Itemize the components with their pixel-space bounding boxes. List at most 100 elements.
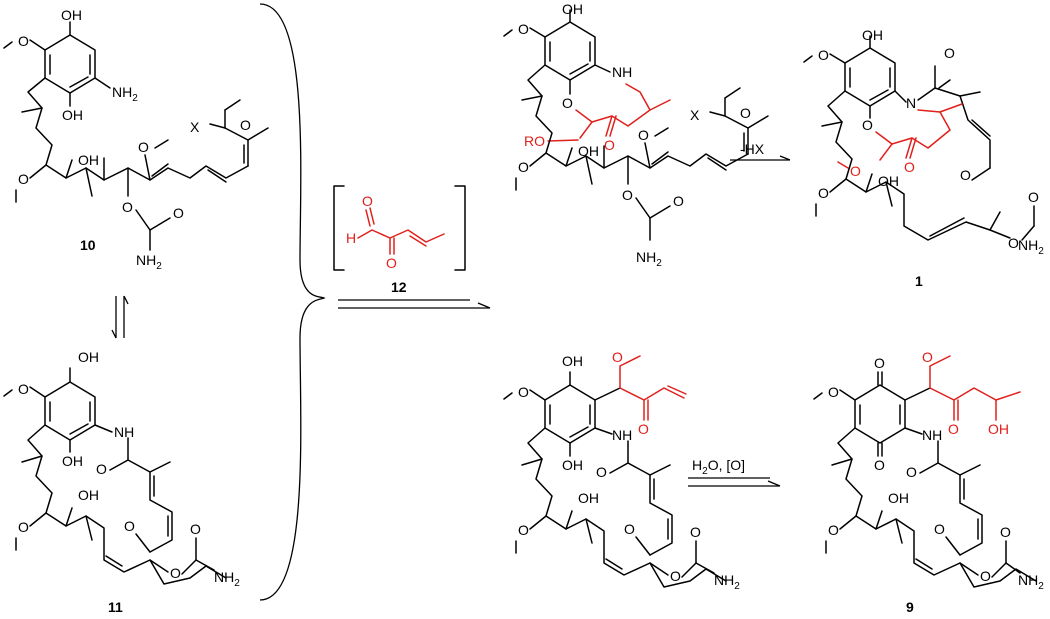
- o-label: O: [934, 521, 945, 537]
- o-label: O: [518, 159, 529, 175]
- o-label: O: [190, 521, 201, 537]
- o-label: O: [518, 21, 529, 37]
- adduct-intermediate: OH O O O NH OH O OH O O O O: [503, 349, 740, 592]
- o-label: O: [960, 167, 971, 183]
- o-label: O: [518, 384, 529, 400]
- o-label: O: [828, 522, 839, 538]
- o-label: O: [96, 461, 107, 477]
- nh-label: NH: [612, 64, 632, 80]
- compound-number: 12: [391, 279, 407, 295]
- h-label: H: [346, 230, 356, 246]
- x-label: X: [190, 119, 200, 135]
- o-label: O: [240, 117, 251, 133]
- o-label: O: [596, 464, 607, 480]
- nh-label: NH: [114, 424, 134, 440]
- nh-label: NH: [922, 427, 942, 443]
- nh2-label: NH2: [714, 572, 740, 592]
- nh2-label: NH2: [1018, 237, 1044, 257]
- o-label: O: [122, 199, 133, 215]
- reaction-arrow: [338, 299, 491, 309]
- x-label: X: [690, 107, 700, 123]
- o-label: O: [362, 193, 373, 209]
- oh-label: OH: [562, 353, 583, 369]
- nh2-label: NH2: [136, 252, 162, 272]
- oh-label: OH: [62, 107, 83, 123]
- o-label: O: [980, 568, 991, 584]
- oh-label: OH: [62, 453, 83, 469]
- o-label: O: [604, 137, 615, 153]
- n-label: N: [906, 95, 916, 111]
- oh-label: OH: [888, 490, 909, 506]
- o-label: O: [1028, 189, 1039, 205]
- o-label: O: [818, 185, 829, 201]
- o-label: O: [622, 187, 633, 203]
- o-label: O: [828, 384, 839, 400]
- o-label: O: [670, 568, 681, 584]
- nh2-label: NH2: [214, 569, 240, 589]
- o-label: O: [18, 171, 29, 187]
- oh-label: OH: [578, 143, 599, 159]
- oh-label: OH: [578, 490, 599, 506]
- oh-label: OH: [61, 7, 82, 23]
- oh-label: OH: [878, 173, 899, 189]
- o-label: O: [1008, 235, 1019, 251]
- oh-label: OH: [78, 487, 99, 503]
- nh2-label: NH2: [636, 249, 662, 269]
- o-label: O: [944, 45, 955, 61]
- o-label: O: [1000, 524, 1011, 540]
- compound-number: 1: [915, 273, 923, 289]
- o-label: O: [138, 139, 149, 155]
- equilibrium-arrow: [111, 295, 129, 339]
- oh-label: OH: [78, 349, 99, 365]
- o-label: O: [740, 105, 751, 121]
- o-label: O: [624, 521, 635, 537]
- o-label: O: [922, 349, 933, 365]
- o-label: O: [904, 159, 915, 175]
- oh-label: OH: [988, 421, 1009, 437]
- o-label: O: [874, 457, 885, 473]
- o-label: O: [173, 205, 184, 221]
- o-label: O: [874, 355, 885, 371]
- compound-number: 9: [906, 599, 914, 615]
- ro-label: RO: [524, 133, 545, 149]
- compound-9: O O O O OH O NH O OH O O O O: [813, 349, 1044, 615]
- o-label: O: [862, 117, 873, 133]
- oh-label: OH: [862, 27, 883, 43]
- elimination-arrow: -HX: [730, 141, 791, 161]
- o-label: O: [906, 464, 917, 480]
- o-label: O: [562, 95, 573, 111]
- o-label: O: [18, 381, 29, 397]
- reagent-12: H O O 12: [333, 185, 466, 295]
- o-label: O: [818, 47, 829, 63]
- oxidation-arrow: H2O, [O]: [688, 457, 781, 487]
- o-label: O: [612, 349, 623, 365]
- o-label: O: [18, 519, 29, 535]
- compound-10: OH O NH2 OH O OH O O NH2 O X: [3, 7, 269, 272]
- oh-label: OH: [562, 457, 583, 473]
- oh-label: OH: [78, 152, 99, 168]
- compound-number: 11: [108, 599, 123, 615]
- arrow-reagent: -HX: [740, 141, 765, 157]
- o-label: O: [673, 193, 684, 209]
- o-label: O: [170, 565, 181, 581]
- o-label: O: [124, 518, 135, 534]
- o-label: O: [18, 33, 29, 49]
- nh-label: NH: [612, 427, 632, 443]
- nh2-label: NH2: [1018, 572, 1044, 592]
- oh-label: OH: [562, 1, 583, 17]
- arrow-reagent: H2O, [O]: [692, 457, 745, 477]
- brace: [259, 3, 326, 601]
- o-label: O: [948, 421, 959, 437]
- nh2-label: NH2: [112, 84, 138, 104]
- o-label: O: [638, 127, 649, 143]
- o-label: O: [518, 522, 529, 538]
- o-label: O: [850, 163, 861, 179]
- hemiacetal-intermediate: OH O NH O O RO O OH O O NH2 O: [503, 1, 769, 269]
- compound-11: OH O NH OH O OH O O O O NH2 11: [3, 349, 240, 615]
- compound-1: OH O N O O O O O OH O O O NH2: [803, 27, 1044, 289]
- o-label: O: [690, 524, 701, 540]
- o-label: O: [638, 421, 649, 437]
- o-label: O: [386, 255, 397, 271]
- compound-number: 10: [80, 237, 96, 253]
